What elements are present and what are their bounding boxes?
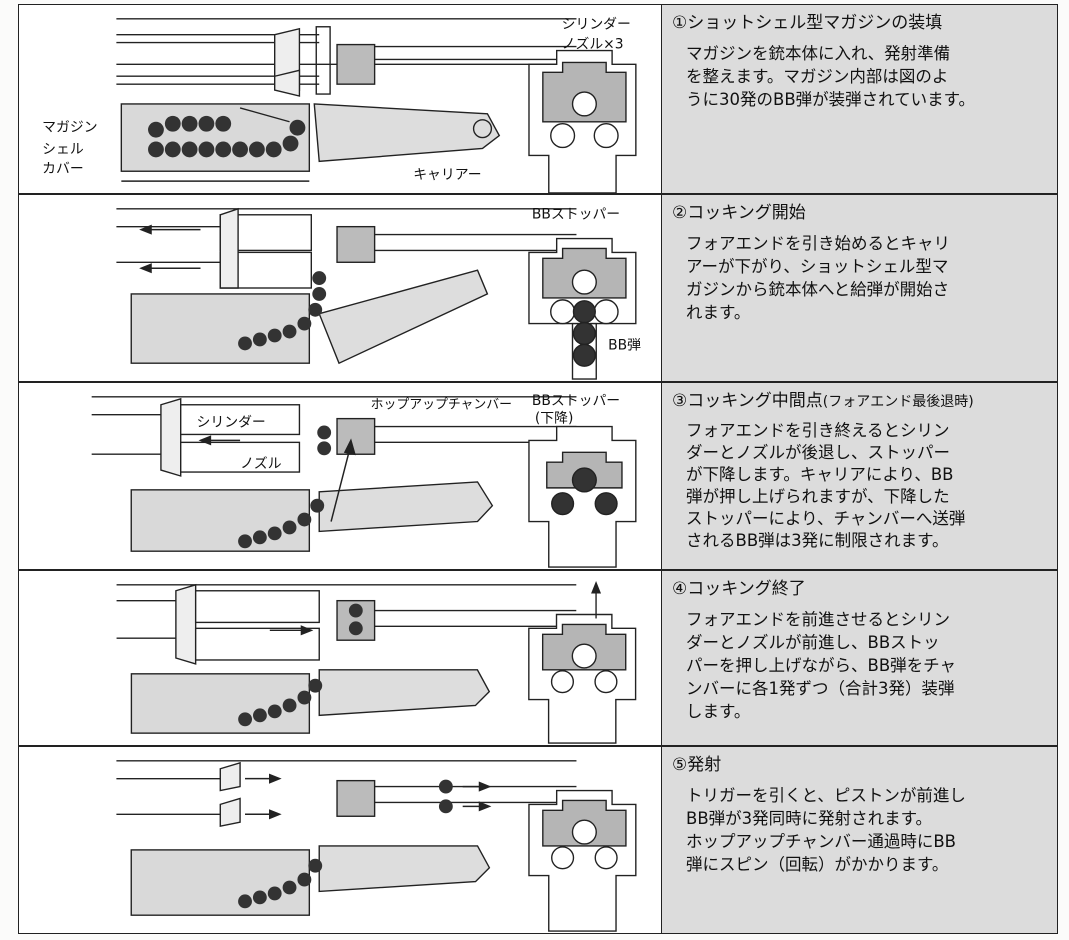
- label-bb: BB弾: [608, 337, 641, 353]
- bb-pellets-row3: [238, 425, 332, 549]
- step-4-text: ④コッキング終了 フォアエンドを前進させるとシリンダーとノズルが前進し、BBスト…: [661, 571, 1057, 745]
- label-down: (下降): [535, 411, 574, 427]
- step-4-diagram: [116, 581, 637, 744]
- label-bb-stopper: BBストッパー: [532, 207, 620, 223]
- step-1-title: ①ショットシェル型マガジンの装填: [672, 13, 943, 33]
- step-3-body: フォアエンドを引き終えるとシリンダーとノズルが後退し、ストッパーが下降します。キ…: [686, 421, 966, 550]
- step-4-row: ④コッキング終了 フォアエンドを前進させるとシリンダーとノズルが前進し、BBスト…: [18, 570, 1058, 746]
- step-3-text: ③コッキング中間点(フォアエンド最後退時) フォアエンドを引き終えるとシリンダー…: [661, 383, 1057, 569]
- label-nozzle-3: ノズル: [240, 456, 282, 472]
- chamber-cross-section-4: [528, 581, 637, 744]
- step-3-row: シリンダー ノズル ホップアップチャンバー BBストッパー (下降) ③コッキン…: [18, 382, 1058, 570]
- step-2-title: ②コッキング開始: [672, 203, 806, 223]
- step-2-diagram: BBストッパー BB弾: [116, 207, 641, 380]
- chamber-cross-section-5: [528, 789, 637, 932]
- label-magazine: マガジン: [42, 120, 97, 136]
- bb-pellets-row2: [238, 271, 327, 351]
- step-1-row: シリンダー ノズル×3 マガジン シェル カバー キャリアー ①ショットシェル型…: [18, 4, 1058, 194]
- step-5-diagram: [116, 760, 637, 932]
- label-cover: カバー: [42, 161, 84, 177]
- chamber-cross-section-3: [528, 425, 637, 568]
- step-1-body: マガジンを銃本体に入れ、発射準備を整えます。マガジン内部は図のように30発のBB…: [686, 44, 975, 109]
- bb-pellets-row5: [238, 779, 453, 909]
- label-nozzle-x3: ノズル×3: [562, 37, 624, 53]
- mechanism-sheet: シリンダー ノズル×3 マガジン シェル カバー キャリアー ①ショットシェル型…: [18, 4, 1058, 934]
- label-cylinder-3: シリンダー: [197, 415, 266, 431]
- chamber-cross-section-2: [528, 237, 637, 380]
- label-bb-stopper-3: BBストッパー: [532, 393, 620, 409]
- step-3-title: ③コッキング中間点(フォアエンド最後退時): [672, 391, 974, 411]
- step-4-body: フォアエンドを前進させるとシリンダーとノズルが前進し、BBストッパーを押し上げな…: [686, 610, 956, 721]
- step-5-title: ⑤発射: [672, 755, 722, 775]
- step-2-body: フォアエンドを引き始めるとキャリアーが下がり、ショットシェル型マガジンから銃本体…: [686, 234, 950, 322]
- bb-pellets-row1: [148, 115, 306, 158]
- step-3-diagram: シリンダー ノズル ホップアップチャンバー BBストッパー (下降): [91, 393, 637, 568]
- step-1-text: ①ショットシェル型マガジンの装填 マガジンを銃本体に入れ、発射準備を整えます。マ…: [661, 5, 1057, 193]
- step-2-text: ②コッキング開始 フォアエンドを引き始めるとキャリアーが下がり、ショットシェル型…: [661, 195, 1057, 381]
- bb-pellets-row4: [238, 603, 363, 727]
- label-hop-chamber: ホップアップチャンバー: [371, 398, 512, 413]
- label-shell: シェル: [42, 141, 84, 157]
- step-1-diagram: シリンダー ノズル×3 マガジン シェル カバー キャリアー: [42, 17, 637, 193]
- step-2-row: BBストッパー BB弾 ②コッキング開始 フォアエンドを引き始めるとキャリアーが…: [18, 194, 1058, 382]
- label-cylinder: シリンダー: [562, 17, 631, 33]
- label-carrier: キャリアー: [413, 167, 481, 183]
- step-4-title: ④コッキング終了: [672, 579, 806, 599]
- chamber-cross-section-1: [528, 49, 637, 193]
